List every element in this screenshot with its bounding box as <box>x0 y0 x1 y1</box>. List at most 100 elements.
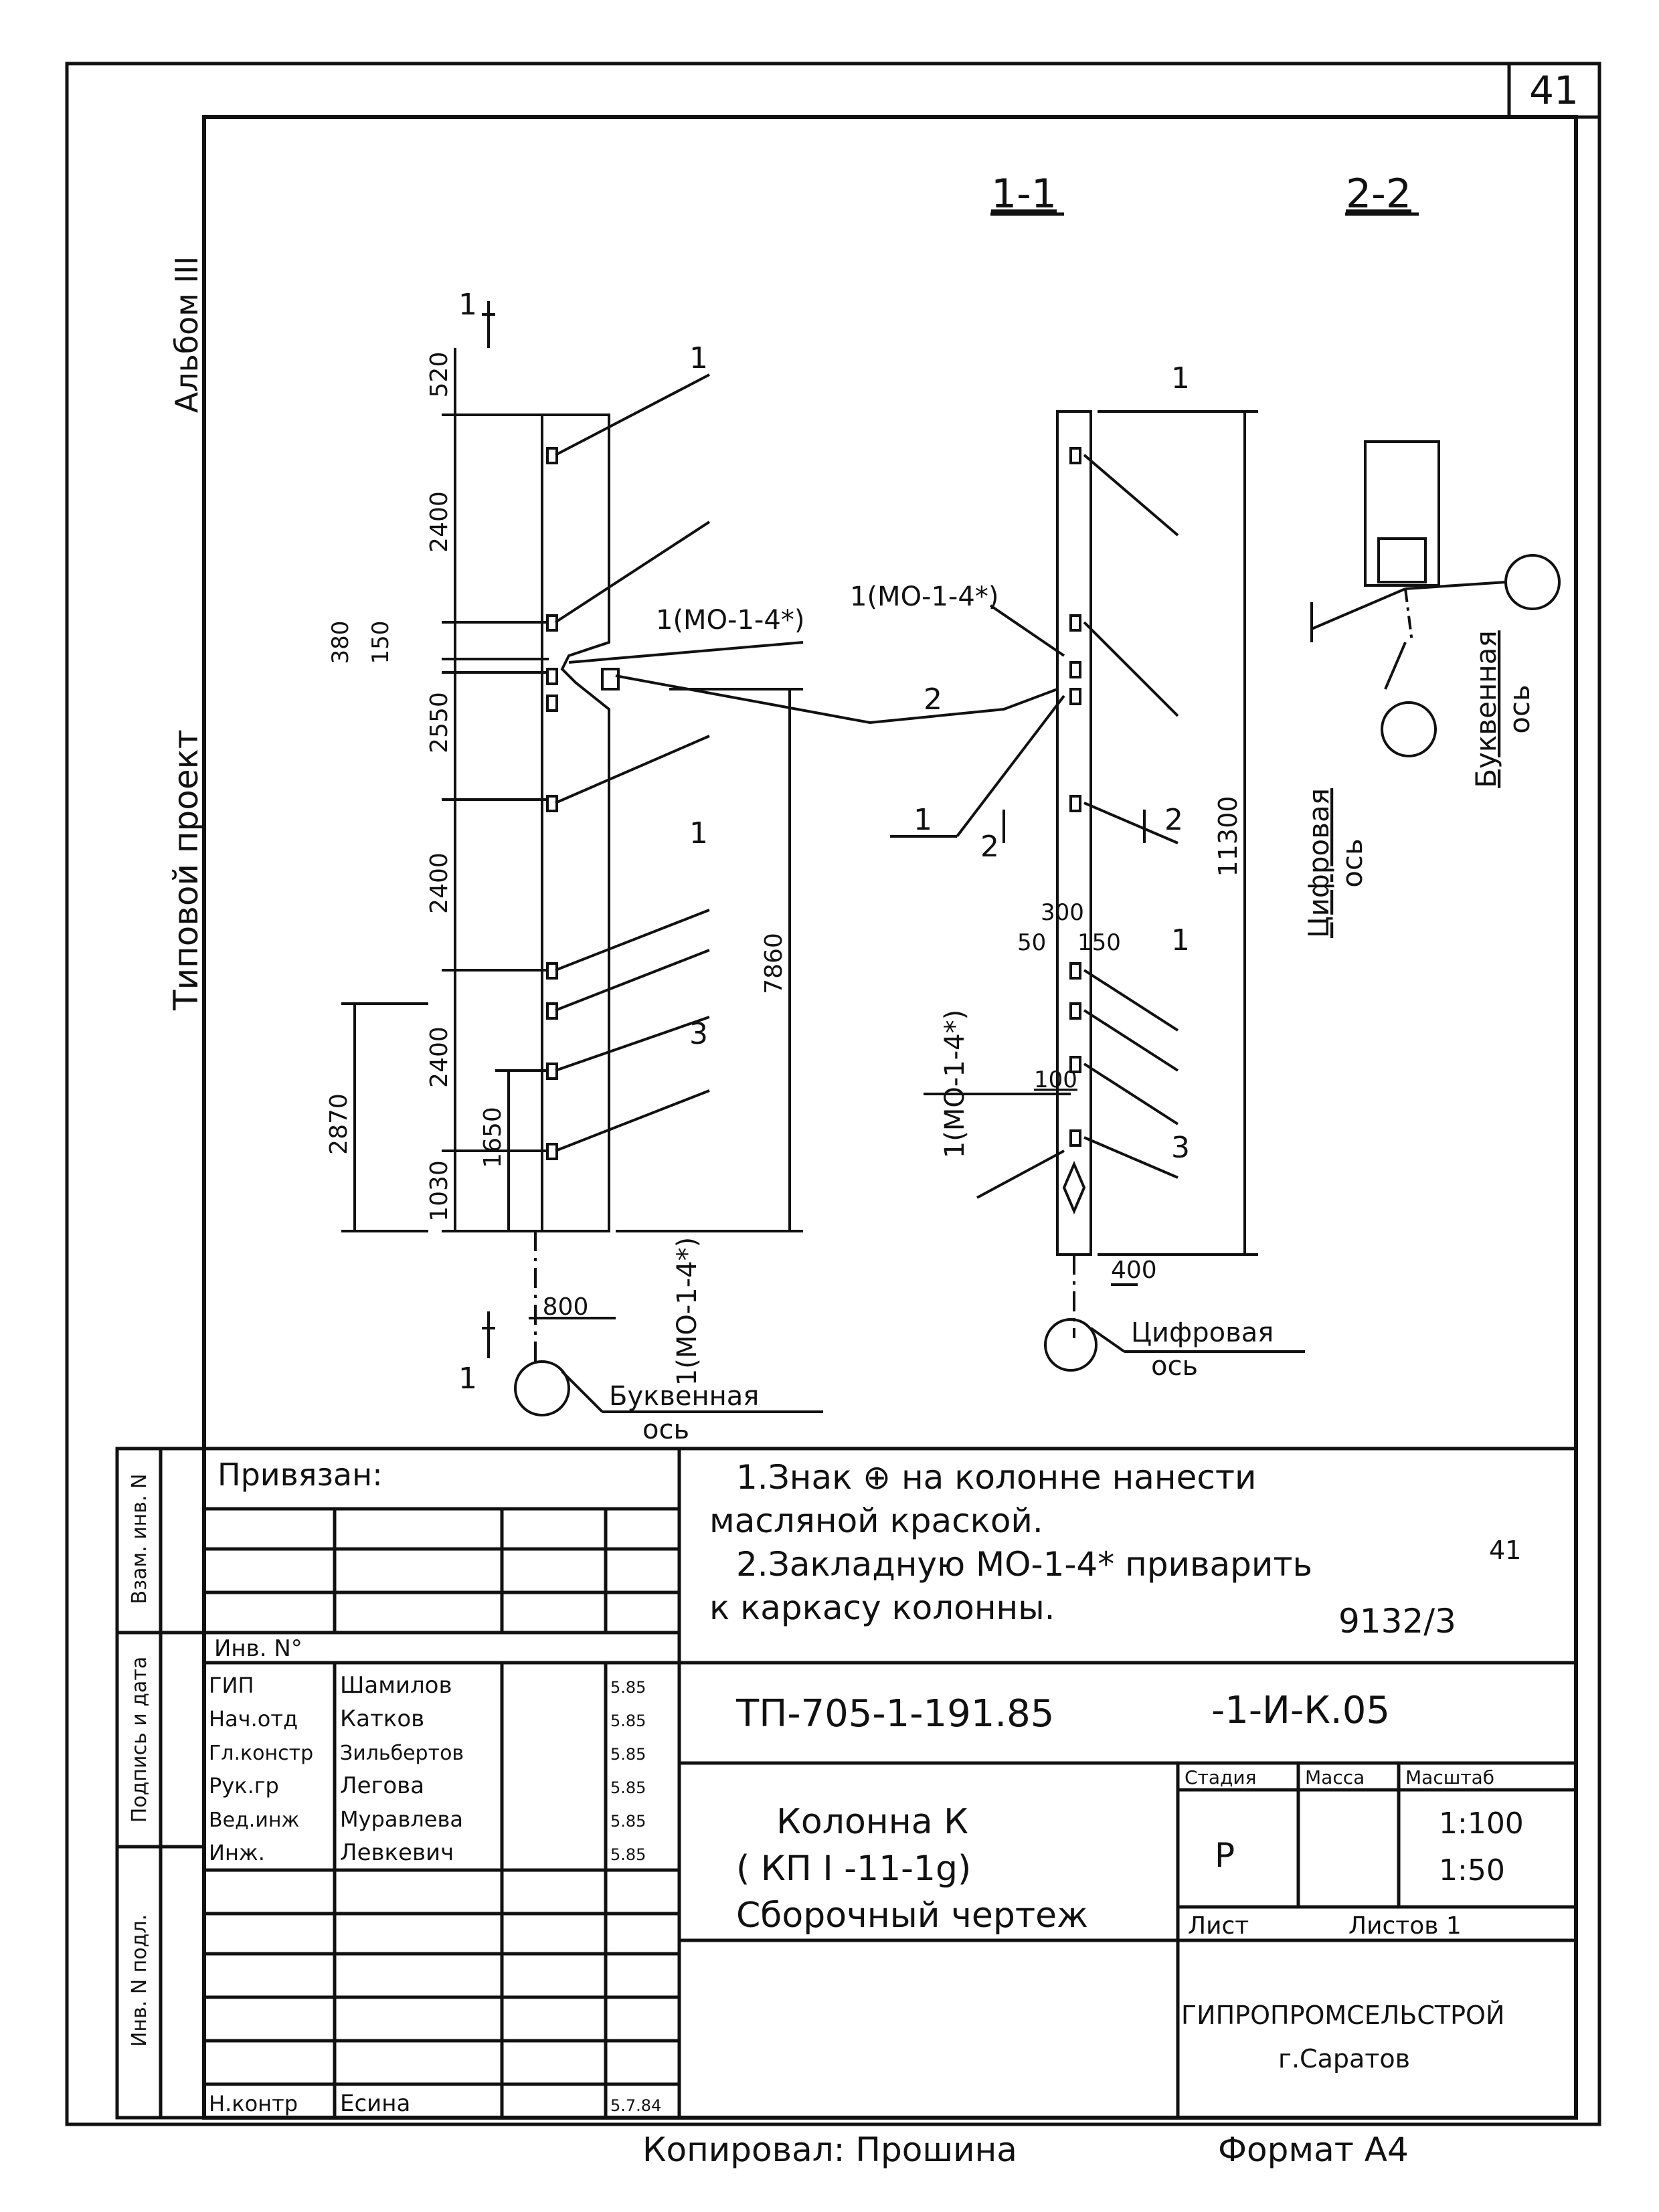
inv-label: Инв. N° <box>214 1635 302 1662</box>
dim-2400-c: 2400 <box>426 1026 453 1088</box>
role-1: Нач.отд <box>209 1706 298 1732</box>
pos-1-a: 1 <box>689 341 708 375</box>
cut-2-right: 2 <box>1164 803 1183 837</box>
sheet-label: Лист <box>1188 1912 1249 1940</box>
dim-150: 150 <box>367 621 394 664</box>
name-4: Муравлева <box>340 1807 463 1832</box>
org-name: ГИПРОПРОМСЕЛЬСТРОЙ <box>1181 2001 1504 2030</box>
stage-value: Р <box>1215 1836 1235 1875</box>
stamp-label-3: Взам. инв. N <box>128 1474 151 1604</box>
dim-50: 50 <box>1017 929 1046 956</box>
page-number-box <box>1507 62 1601 119</box>
role-2: Гл.констр <box>209 1742 313 1765</box>
date-1: 5.85 <box>610 1712 646 1730</box>
sheets-label: Листов 1 <box>1348 1912 1462 1940</box>
col-stage: Стадия <box>1185 1766 1256 1788</box>
mo-label-left-top: 1(МО-1-4*) <box>656 605 804 636</box>
name-0: Шамилов <box>340 1672 452 1699</box>
role-3: Рук.гр <box>209 1773 279 1799</box>
pos-3-mid: 3 <box>1171 1131 1190 1165</box>
scale-2: 1:50 <box>1439 1853 1505 1887</box>
section-2-2-title: 2-2 <box>1346 171 1411 217</box>
dim-2400-b: 2400 <box>426 852 453 914</box>
note-line-3: 2.Закладную МО-1-4* приварить <box>736 1545 1312 1584</box>
role-0: ГИП <box>209 1673 254 1698</box>
outer-frame <box>65 62 1601 2126</box>
project-label: Типовой проект <box>167 729 205 1011</box>
middle-view-labels: 1(МО-1-4*) 1(МО-1-4*) 1 2 2 300 50 150 1… <box>850 361 1274 1382</box>
pos-3: 3 <box>689 1017 708 1051</box>
axis-letter-right-2: ось <box>1503 684 1536 734</box>
title-line-1: Колонна К <box>776 1802 968 1842</box>
right-view-labels: Цифровая ось Буквенная ось <box>1302 630 1536 938</box>
title-block <box>115 1447 1578 2120</box>
designation-right: -1-И-К.05 <box>1211 1689 1390 1732</box>
notes: 1.Знак ⊕ на колонне нанести масляной кра… <box>709 1458 1521 1641</box>
dim-520: 520 <box>426 352 453 398</box>
scale-1: 1:100 <box>1439 1807 1524 1841</box>
dim-150-mid: 150 <box>1077 929 1121 956</box>
note-line-2: масляной краской. <box>709 1501 1043 1540</box>
axis-digit-right-2: ось <box>1336 838 1369 888</box>
axis-letter-right: Буквенная <box>1470 630 1502 788</box>
dim-400: 400 <box>1111 1257 1157 1284</box>
left-elevation <box>341 301 1058 1416</box>
stamp-label-2: Подпись и дата <box>128 1657 151 1823</box>
right-section <box>1310 440 1561 757</box>
axis-digit-mid-2: ось <box>1151 1351 1198 1382</box>
org-city: г.Саратов <box>1278 2044 1410 2073</box>
pos-1-mid-a: 1 <box>1171 361 1190 395</box>
mo-label-left-bottom: 1(МО-1-4*) <box>672 1237 703 1386</box>
copied-by: Копировал: Прошина <box>642 2130 1017 2169</box>
pos-2: 2 <box>924 682 942 717</box>
middle-section <box>890 410 1305 1372</box>
name-2: Зильбертов <box>340 1742 464 1765</box>
axis-letter-left: Буквенная <box>609 1381 759 1412</box>
note-line-4: к каркасу колонны. <box>709 1588 1055 1627</box>
dim-1650: 1650 <box>479 1107 507 1168</box>
nkontr-name: Есина <box>340 2090 410 2117</box>
dim-7860: 7860 <box>760 933 788 994</box>
date-0: 5.85 <box>610 1678 646 1697</box>
dim-300: 300 <box>1041 899 1084 926</box>
mo-label-mid-bottom: 1(МО-1-4*) <box>940 1010 970 1158</box>
page-number: 41 <box>1529 68 1579 113</box>
dim-100: 100 <box>1034 1067 1077 1093</box>
date-4: 5.85 <box>610 1812 646 1831</box>
format-label: Формат А4 <box>1218 2130 1409 2169</box>
date-3: 5.85 <box>610 1778 646 1797</box>
role-4: Вед.инж <box>209 1809 299 1832</box>
cut-mark-bottom: 1 <box>458 1362 477 1396</box>
axis-digit-right: Цифровая <box>1302 788 1335 938</box>
dim-800: 800 <box>543 1293 589 1321</box>
designation-left: ТП-705-1-191.85 <box>735 1692 1054 1736</box>
stamp-label-1: Инв. N подл. <box>128 1914 151 2047</box>
nkontr-role: Н.контр <box>209 2091 298 2116</box>
name-5: Левкевич <box>340 1839 454 1866</box>
dim-2550: 2550 <box>426 692 453 753</box>
dim-2400-a: 2400 <box>426 491 453 553</box>
cut-2-left: 2 <box>980 830 999 864</box>
title-line-3: Сборочный чертеж <box>736 1896 1088 1936</box>
pos-1-mid-b: 1 <box>1171 923 1190 957</box>
name-1: Катков <box>340 1706 424 1732</box>
name-3: Легова <box>340 1772 424 1799</box>
sheet-code: 9132/3 <box>1338 1602 1456 1641</box>
col-mass: Масса <box>1305 1766 1365 1788</box>
dim-2870: 2870 <box>325 1093 353 1155</box>
nkontr-date: 5.7.84 <box>610 2096 661 2115</box>
dim-1030: 1030 <box>426 1160 453 1222</box>
dim-11300: 11300 <box>1213 796 1243 877</box>
album-label: Альбом III <box>169 256 205 413</box>
privyazan-label: Привязан: <box>217 1457 383 1493</box>
date-5: 5.85 <box>610 1845 646 1864</box>
cut-mark-mid: 1 <box>913 803 932 837</box>
mo-label-mid-top: 1(МО-1-4*) <box>850 581 998 612</box>
cut-mark-top: 1 <box>458 288 477 322</box>
date-2: 5.85 <box>610 1745 646 1764</box>
title-line-2: ( КП I -11-1g) <box>736 1849 971 1889</box>
axis-digit-mid: Цифровая <box>1131 1317 1274 1348</box>
pos-1-b: 1 <box>689 816 708 850</box>
role-5: Инж. <box>209 1840 265 1865</box>
